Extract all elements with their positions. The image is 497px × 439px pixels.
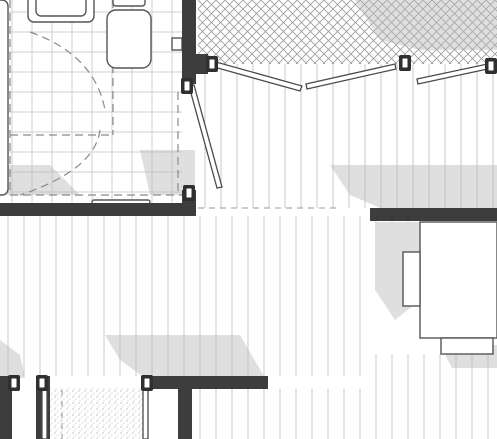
door-hinge-icon: [8, 375, 20, 391]
wall-bathroom-right-upper: [182, 0, 196, 84]
doors: [41, 61, 497, 439]
wall-bottom-left-room: [0, 376, 12, 439]
door-hinge-icon: [183, 185, 195, 201]
balcony-door-panel-1: [213, 61, 303, 92]
dashed-swing-arc-upper: [29, 31, 106, 111]
wall-bottom-mid-horizontal: [150, 376, 268, 389]
wall-bottom-mid-vertical: [178, 376, 192, 439]
door-hinge-icon: [181, 78, 193, 94]
shadow-left-room: [0, 340, 25, 378]
desk-icon: [419, 221, 497, 339]
wood-floor-planks: [7, 64, 494, 439]
shadow-group: [0, 0, 497, 378]
wall-fixture-icon: [171, 37, 183, 51]
bathtub-icon: [0, 0, 9, 196]
door-hinges: [8, 55, 497, 391]
shadow-balcony-top: [355, 0, 497, 50]
wall-right-room-top: [370, 208, 497, 221]
balcony-crosshatch: [198, 0, 497, 64]
door-hinge-icon: [206, 56, 218, 72]
desk-drawer-icon: [440, 337, 494, 355]
door-hinge-icon: [36, 375, 48, 391]
door-hinge-icon: [485, 58, 497, 74]
shadow-corridor: [105, 335, 265, 378]
door-hinge-icon: [141, 375, 153, 391]
balcony-door-panel-2: [305, 63, 397, 90]
lower-door-panel-left: [41, 387, 48, 439]
door-hinge-icon: [399, 55, 411, 71]
chair-icon: [402, 251, 421, 307]
wall-bathroom-bottom: [0, 203, 196, 216]
lower-door-panel-right: [142, 387, 149, 439]
toilet-icon: [106, 0, 152, 69]
shadow-bath: [140, 150, 195, 195]
dashed-swing-arc-lower: [19, 129, 101, 196]
carpet-stipple: [50, 388, 150, 439]
shadow-right-room: [330, 165, 497, 210]
sink-icon: [27, 0, 95, 23]
shadow-floor-left: [0, 165, 80, 195]
wall-balcony-stub: [196, 54, 208, 74]
balcony-door-panel-3: [416, 61, 497, 85]
